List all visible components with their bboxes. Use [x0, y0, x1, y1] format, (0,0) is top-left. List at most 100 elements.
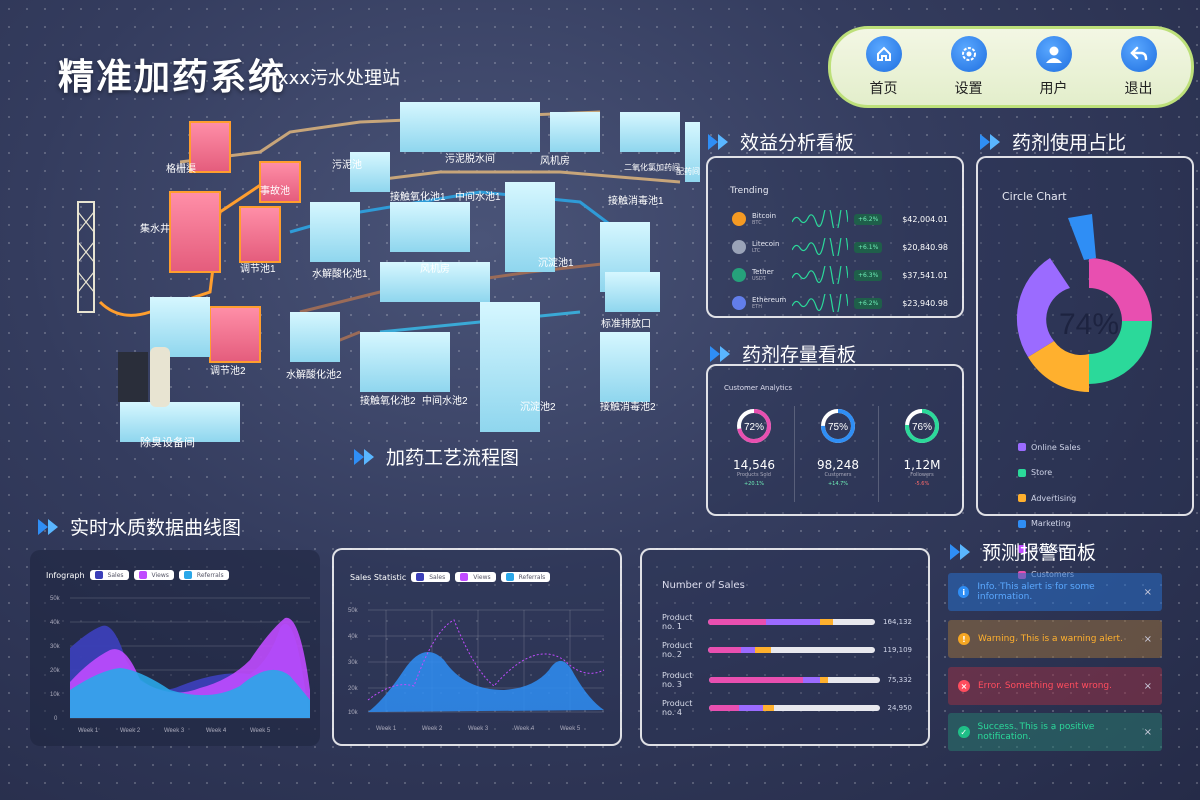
legend-label: Sales	[429, 573, 446, 581]
sparkline	[792, 238, 848, 256]
legend-label: Referrals	[196, 571, 224, 579]
legend-sales[interactable]: Sales	[89, 570, 129, 580]
trending-row[interactable]: Litecoin LTC +6.1% $20,840.98	[732, 236, 948, 258]
trending-row[interactable]: Ethereum ETH +6.2% $23,940.98	[732, 292, 948, 314]
change-badge: +6.2%	[854, 297, 883, 309]
bar-value: 75,332	[887, 676, 913, 684]
divider	[794, 406, 795, 502]
warning-icon: !	[958, 633, 970, 645]
bar-track	[708, 677, 880, 683]
dosing-room	[685, 122, 700, 182]
usage-legend-item[interactable]: Online Sales	[1018, 443, 1100, 452]
xtick: Week 4	[514, 726, 535, 732]
coin-code: ETH	[752, 304, 762, 310]
bar-label: Product no. 3	[662, 671, 693, 689]
alert-item[interactable]: i Info. This alert is for some informati…	[948, 573, 1162, 611]
xtick: Week 3	[164, 728, 185, 734]
change-badge: +6.1%	[854, 241, 883, 253]
storage-ring: 76%	[905, 409, 939, 443]
xtick: Week 1	[78, 728, 99, 734]
xtick: Week 3	[468, 726, 489, 732]
divider	[878, 406, 879, 502]
alert-item[interactable]: ! Warning. This is a warning alert. ×	[948, 620, 1162, 658]
legend-label: Online Sales	[1031, 442, 1081, 452]
label-disinfect1: 接触消毒池1	[608, 194, 664, 207]
storage-delta: +20.1%	[743, 481, 765, 487]
blower-room	[380, 262, 490, 302]
legend-sales[interactable]: Sales	[411, 572, 451, 582]
label-sed1: 沉淀池1	[538, 256, 574, 269]
bar-segment	[708, 677, 803, 683]
page-title: 精准加药系统	[58, 57, 287, 98]
benefit-panel: Trending Bitcoin BTC +6.2% $42,004.01 Li…	[706, 156, 964, 318]
legend-referrals[interactable]: Referrals	[500, 572, 551, 582]
legend-views[interactable]: Views	[455, 572, 496, 582]
close-icon[interactable]: ×	[1143, 726, 1152, 738]
usage-legend-item[interactable]: Store	[1018, 468, 1100, 477]
ytick: 10k	[50, 692, 61, 698]
usage-legend-item[interactable]: Advertising	[1018, 494, 1100, 503]
back-arrow-icon	[1120, 36, 1157, 72]
double-chevron-icon	[950, 543, 970, 560]
alert-item[interactable]: × Error. Something went wrong. ×	[948, 667, 1162, 705]
donut-slice-online-sales	[1016, 258, 1070, 357]
label-middle2: 中间水池2	[422, 394, 468, 407]
legend-views[interactable]: Views	[133, 570, 174, 580]
coin-code: LTC	[752, 248, 761, 254]
sed2-tank	[480, 302, 540, 432]
xtick: Week 2	[422, 726, 443, 732]
regulate1-tank	[239, 206, 281, 263]
sales-statistic-panel: Sales Statistic Sales Views Referrals 50…	[332, 548, 622, 746]
number-of-sales-title: Number of Sales	[662, 580, 745, 591]
storage-label: Products Sold	[737, 472, 771, 478]
legend-label: Sales	[107, 571, 124, 579]
coin-icon	[732, 240, 746, 254]
deodor-column	[150, 347, 170, 407]
sed1-tank	[505, 182, 555, 272]
xtick: Week 2	[120, 728, 141, 734]
nav-user-button[interactable]: 用户	[1019, 36, 1089, 98]
bar-value: 24,950	[887, 704, 913, 712]
coin-name: Tether	[752, 268, 774, 276]
label-sump: 集水井	[140, 222, 170, 235]
top-nav: 首页 设置 用户 退出	[828, 26, 1194, 108]
bar-label: Product no. 1	[662, 613, 693, 631]
nav-logout-button[interactable]: 退出	[1104, 36, 1174, 98]
home-icon	[865, 36, 902, 72]
legend-swatch	[1018, 468, 1026, 477]
legend-referrals[interactable]: Referrals	[178, 570, 229, 580]
label-blower: 风机房	[420, 262, 450, 275]
nav-settings-button[interactable]: 设置	[934, 36, 1004, 98]
storage-value: 14,546	[733, 458, 775, 472]
usage-legend-item[interactable]: Marketing	[1018, 519, 1100, 528]
bar-label: Product no. 2	[662, 641, 693, 659]
close-icon[interactable]: ×	[1143, 680, 1152, 692]
legend-label: Advertising	[1031, 493, 1077, 503]
blower-room-top	[550, 112, 600, 152]
usage-legend-item[interactable]: Products	[1018, 545, 1100, 554]
xtick: Week 1	[376, 726, 397, 732]
trending-row[interactable]: Bitcoin BTC +6.2% $42,004.01	[732, 208, 948, 230]
storage-heading-text: 药剂存量看板	[742, 344, 857, 366]
storage-panel: Customer Analytics 72% 14,546 Products S…	[706, 364, 964, 516]
legend-label: Views	[151, 571, 169, 579]
coin-name: Ethereum	[752, 296, 787, 304]
close-icon[interactable]: ×	[1143, 633, 1152, 645]
nav-home-button[interactable]: 首页	[849, 36, 919, 98]
label-hydro2: 水解酸化池2	[286, 368, 342, 381]
donut-slice-customers	[1089, 258, 1152, 321]
donut-slice-marketing	[1068, 214, 1096, 260]
alert-item[interactable]: ✓ Success. This is a positive notificati…	[948, 713, 1162, 751]
sparkline	[792, 210, 848, 228]
bar-segment	[707, 647, 742, 653]
legend-swatch	[416, 573, 425, 581]
user-icon	[1035, 36, 1072, 72]
xtick: Week 4	[206, 728, 227, 734]
trending-row[interactable]: Tether USDT +6.3% $37,541.01	[732, 264, 948, 286]
storage-item: 76% 1,12M Followers -5.6%	[890, 404, 954, 487]
circle-chart-title: Circle Chart	[1002, 190, 1067, 203]
close-icon[interactable]: ×	[1143, 586, 1152, 598]
ytick: 20k	[50, 668, 61, 674]
accident-tank	[259, 161, 301, 203]
bar-segment	[802, 677, 820, 683]
